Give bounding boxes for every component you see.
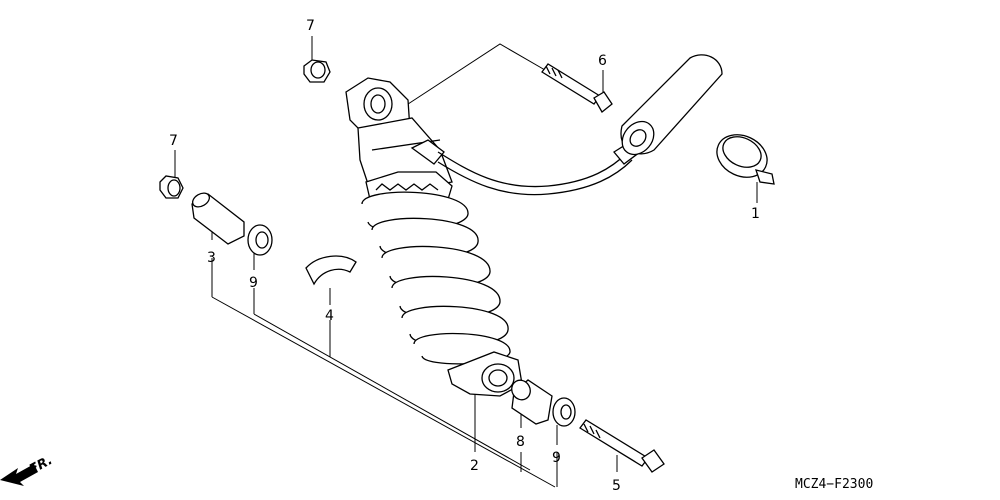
- callout-3: 3: [207, 250, 216, 266]
- part-spring-stopper: [305, 255, 357, 286]
- diagram-code: MCZ4−F2300: [795, 477, 873, 492]
- callout-7-left: 7: [169, 133, 178, 149]
- callout-1: 1: [751, 206, 760, 222]
- part-cap-upper: [303, 59, 331, 83]
- callout-6: 6: [598, 53, 607, 69]
- shock-absorber: [345, 77, 523, 397]
- callout-2: 2: [470, 458, 479, 474]
- callouts: 1 2 3 4 5 6 7 7 8 9 9: [169, 18, 760, 494]
- callout-9-left: 9: [249, 275, 258, 291]
- front-direction-arrow-icon: FR.: [0, 453, 55, 486]
- part-collar: [191, 192, 245, 245]
- callout-7-upper: 7: [306, 18, 315, 34]
- callout-4: 4: [325, 308, 334, 324]
- leader-lines: [174, 36, 758, 488]
- direction-label: FR.: [27, 453, 55, 478]
- part-lower-collar: [511, 379, 553, 425]
- part-lower-bolt: [579, 419, 665, 473]
- callout-9-lower: 9: [552, 450, 561, 466]
- reservoir-assembly: [437, 54, 723, 196]
- part-upper-bolt: [541, 63, 613, 113]
- part-cap-left: [159, 175, 184, 199]
- part-seal-lower: [552, 397, 576, 427]
- callout-8: 8: [516, 434, 525, 450]
- part-seal-left: [247, 224, 273, 256]
- callout-5: 5: [612, 478, 621, 494]
- part-band: [716, 134, 775, 185]
